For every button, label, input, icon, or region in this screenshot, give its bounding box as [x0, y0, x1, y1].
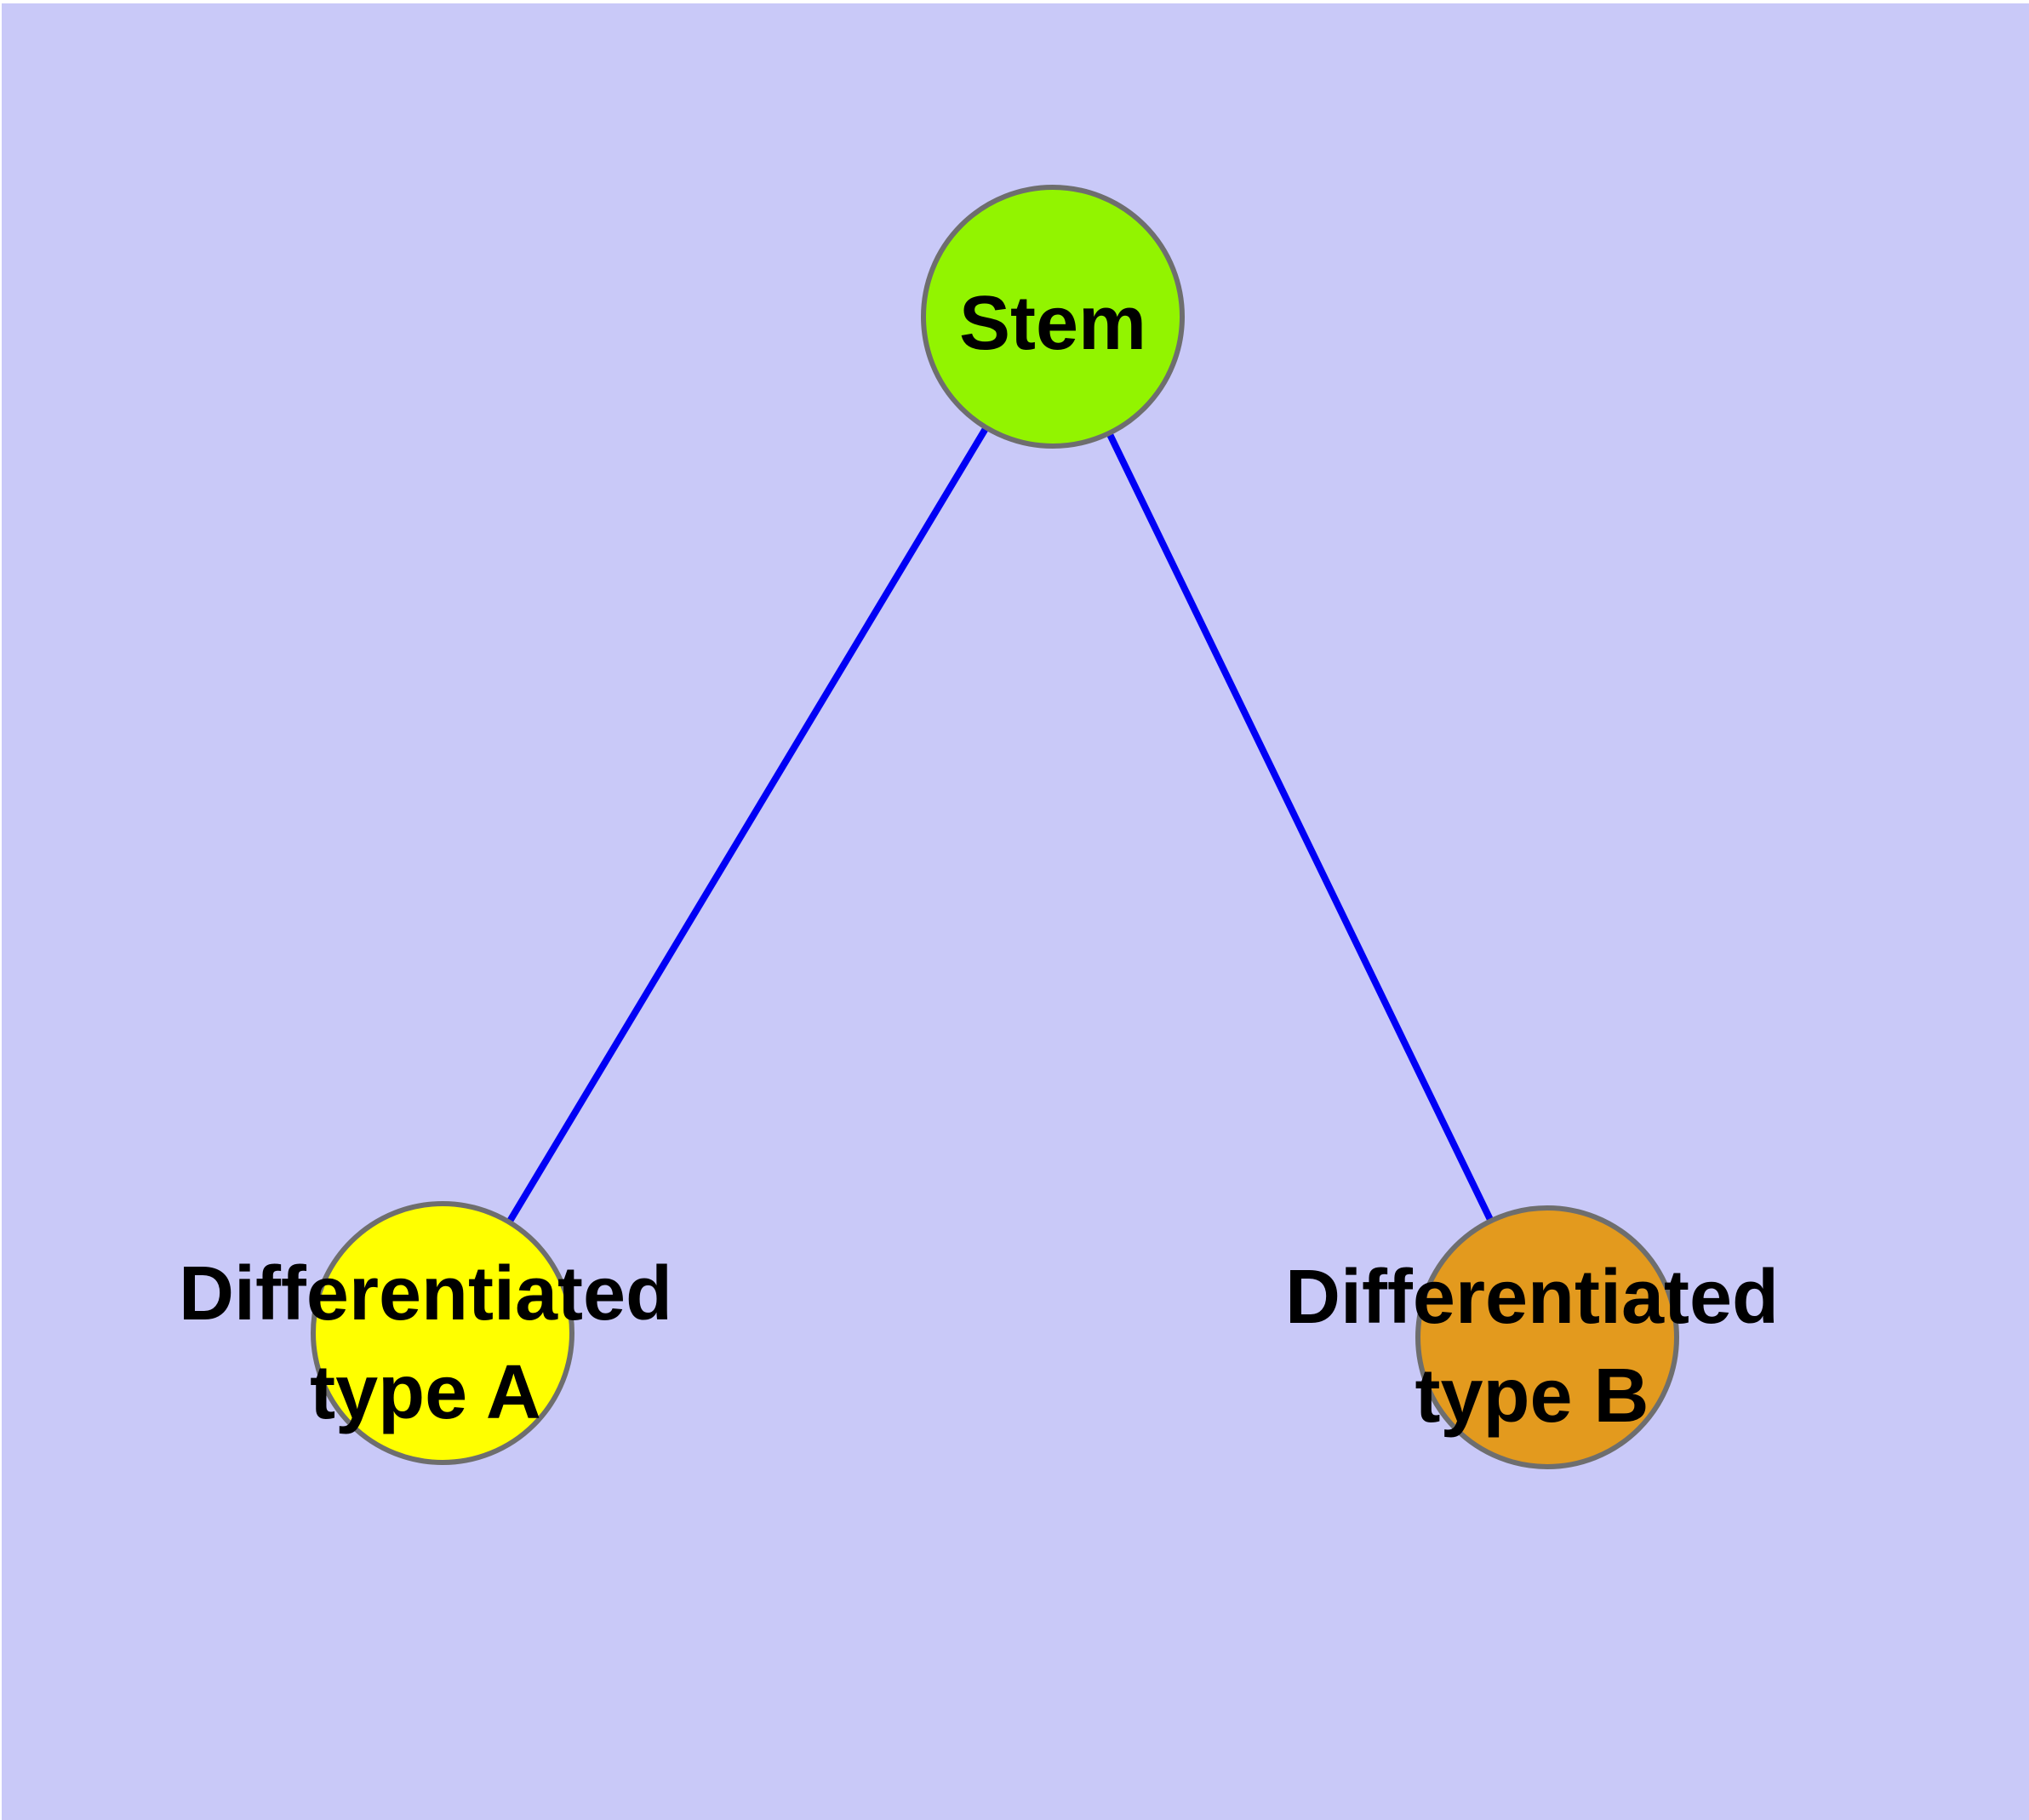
node-type-a-label-line1: Differentiated [179, 1251, 672, 1336]
node-type-b-label-line1: Differentiated [1285, 1255, 1779, 1340]
edge-stem-to-type-b [1049, 315, 1551, 1339]
node-type-a-label-line2: type A [310, 1350, 541, 1435]
node-differentiated-type-a [311, 1201, 574, 1465]
node-stem-label: Stem [959, 281, 1146, 366]
node-stem [921, 185, 1185, 449]
node-differentiated-type-b [1415, 1205, 1679, 1469]
edge-stem-to-type-a [439, 314, 1056, 1336]
node-type-b-label-line2: type B [1415, 1354, 1649, 1439]
